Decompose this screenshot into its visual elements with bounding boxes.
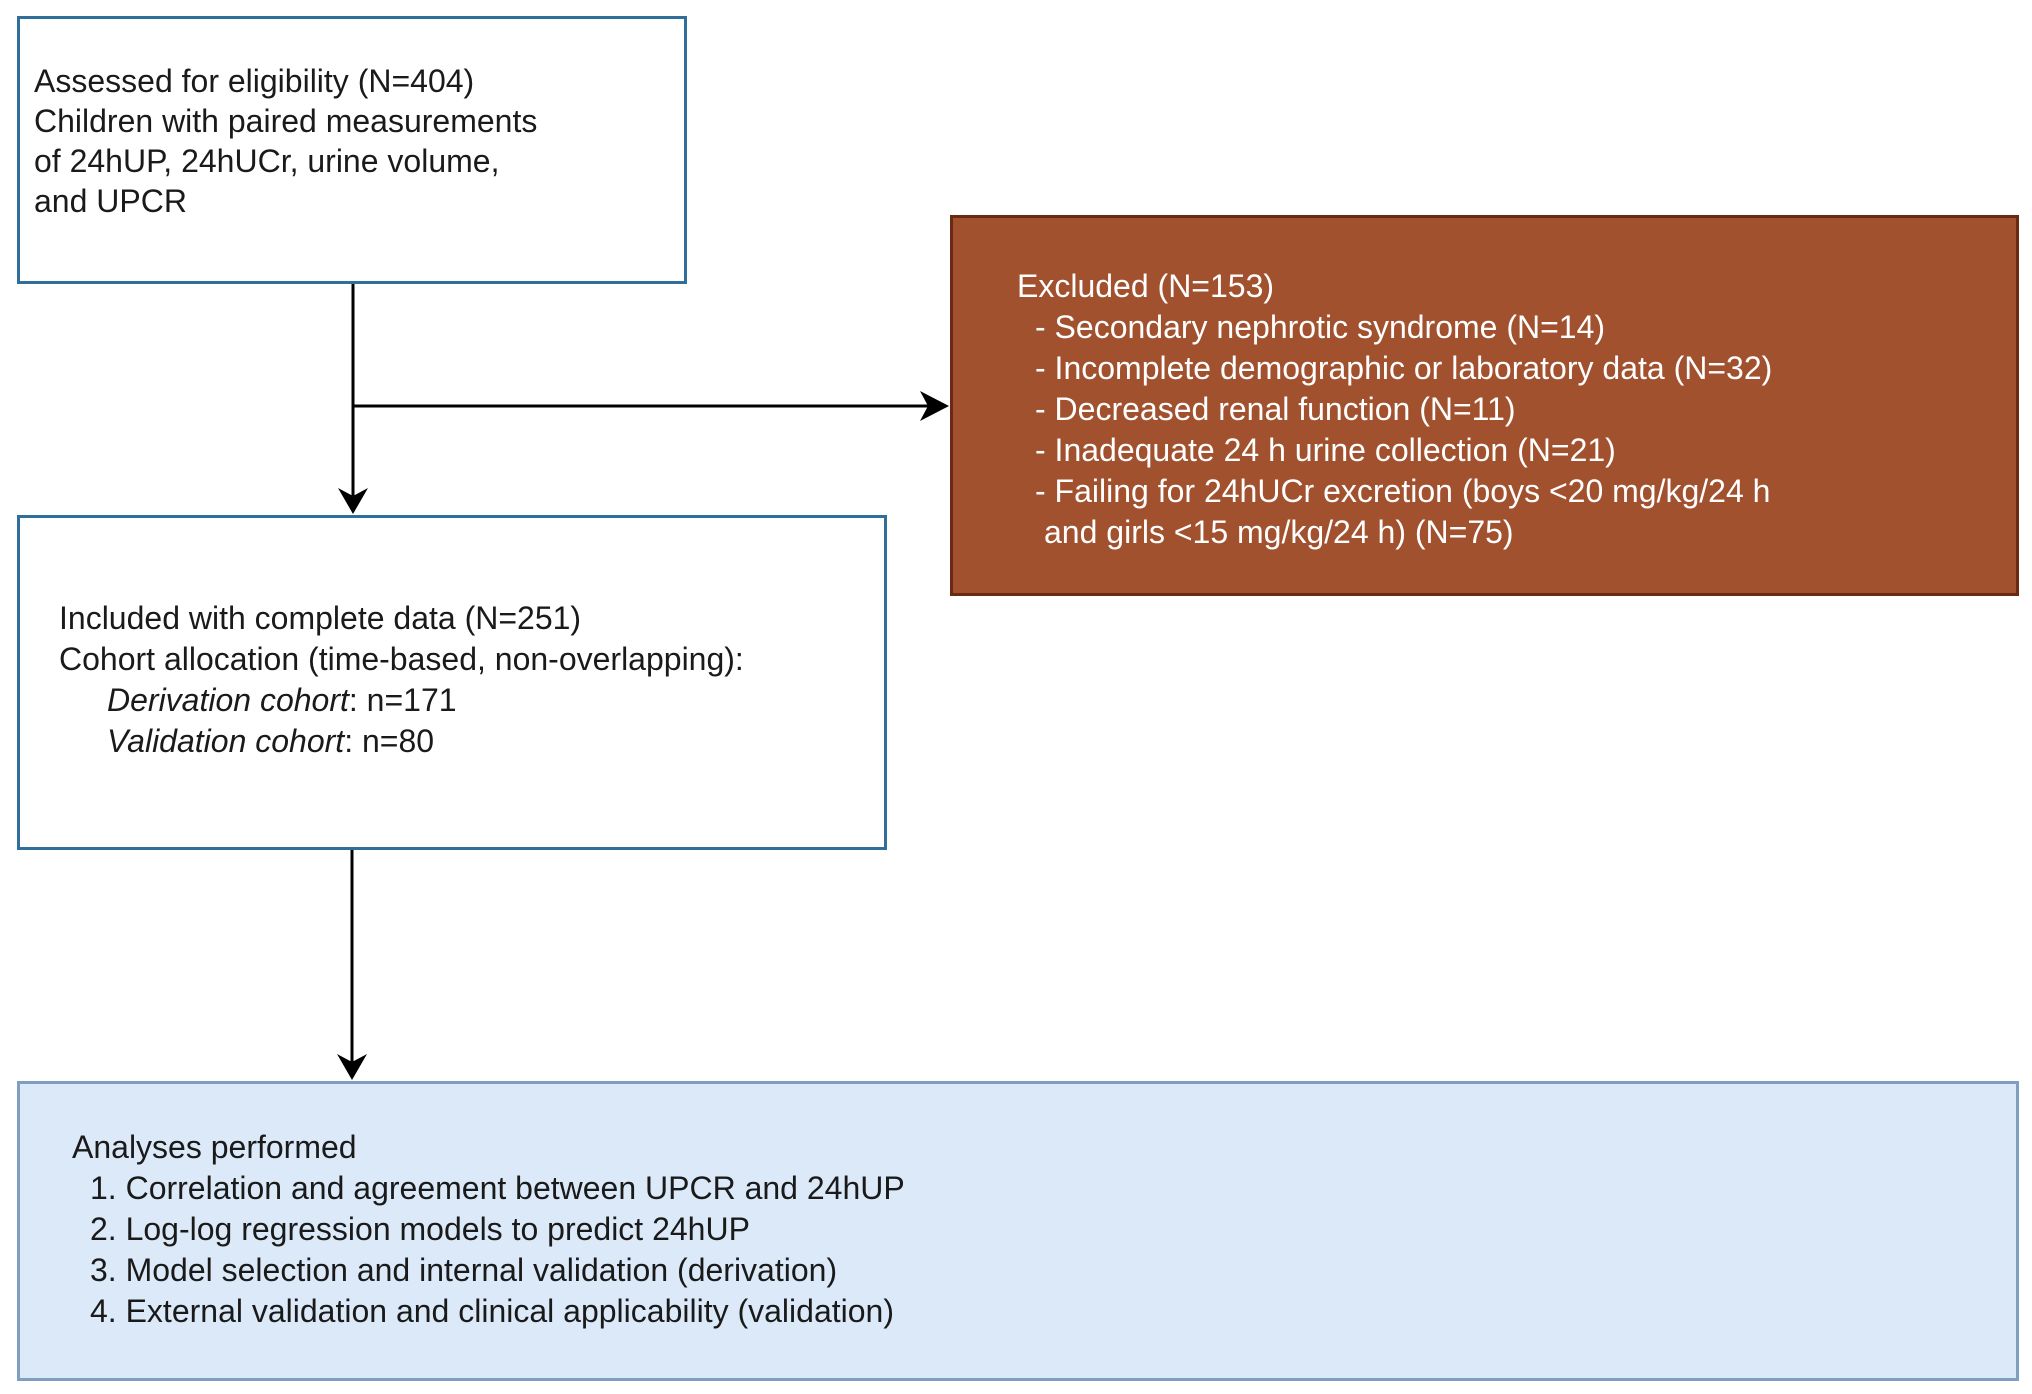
validation-cohort-label: Validation cohort — [107, 723, 345, 759]
eligibility-line-2: Children with paired measurements — [34, 103, 538, 139]
eligibility-line-3: of 24hUP, 24hUCr, urine volume, — [34, 143, 500, 179]
validation-cohort-row: Validation cohort: n=80 — [59, 721, 884, 762]
excluded-item: - Incomplete demographic or laboratory d… — [1035, 350, 1773, 386]
eligibility-line-1: Assessed for eligibility (N=404) — [34, 63, 475, 99]
arrowhead-included — [338, 488, 368, 514]
eligibility-line-4: and UPCR — [34, 183, 187, 219]
analyses-box: Analyses performed 1. Correlation and ag… — [17, 1081, 2019, 1381]
excluded-item: - Decreased renal function (N=11) — [1035, 391, 1516, 427]
included-box: Included with complete data (N=251) Coho… — [17, 515, 887, 850]
excluded-item: - Secondary nephrotic syndrome (N=14) — [1035, 309, 1606, 345]
excluded-item: - Inadequate 24 h urine collection (N=21… — [1035, 432, 1616, 468]
included-line-1: Included with complete data (N=251) — [59, 600, 582, 636]
included-line-2: Cohort allocation (time-based, non-overl… — [59, 641, 744, 677]
arrowhead-analyses — [337, 1054, 367, 1080]
analyses-item: 4. External validation and clinical appl… — [90, 1293, 894, 1329]
derivation-cohort-label: Derivation cohort — [107, 682, 349, 718]
excluded-title: Excluded (N=153) — [1017, 268, 1275, 304]
analyses-item: 3. Model selection and internal validati… — [90, 1252, 838, 1288]
analyses-title: Analyses performed — [72, 1129, 357, 1165]
analyses-item: 1. Correlation and agreement between UPC… — [90, 1170, 905, 1206]
validation-cohort-value: : n=80 — [344, 723, 435, 759]
derivation-cohort-row: Derivation cohort: n=171 — [59, 680, 884, 721]
excluded-box: Excluded (N=153) - Secondary nephrotic s… — [950, 215, 2019, 596]
derivation-cohort-value: : n=171 — [348, 682, 457, 718]
arrowhead-excluded — [920, 391, 949, 421]
excluded-item: - Failing for 24hUCr excretion (boys <20… — [1035, 473, 1771, 509]
eligibility-box: Assessed for eligibility (N=404) Childre… — [17, 16, 687, 284]
analyses-item: 2. Log-log regression models to predict … — [90, 1211, 750, 1247]
excluded-item-continuation: and girls <15 mg/kg/24 h) (N=75) — [1044, 514, 1514, 550]
